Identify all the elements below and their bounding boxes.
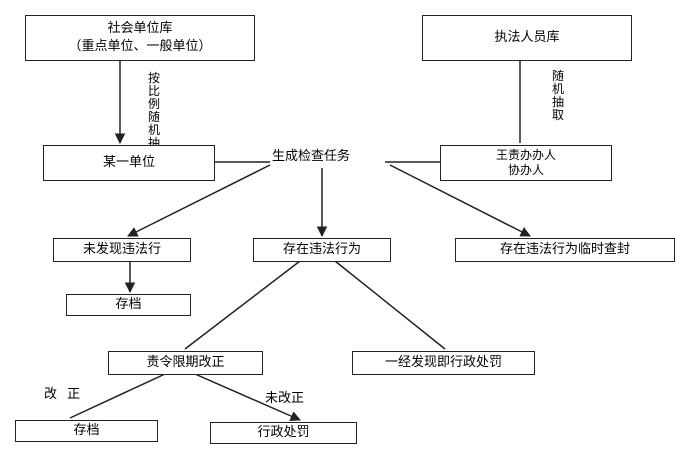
responsible-line2: 协办人 [507, 163, 544, 177]
violation-box: 存在违法行为 [253, 238, 391, 262]
social-unit-db-title: 社会单位库 [107, 21, 173, 36]
edge-order-to-admin-penalty [194, 373, 301, 422]
archive2-label: 存档 [73, 423, 100, 438]
task-label: 生成检查任务 [272, 149, 351, 164]
enforcer-db-box: 执法人员库 [422, 15, 632, 61]
archive2-box: 存档 [15, 420, 158, 442]
order-correct-label: 责令限期改正 [146, 355, 225, 370]
edge-task-to-temp-seal [389, 164, 531, 237]
social-unit-db-subtitle: （重点单位、一般单位） [68, 39, 212, 54]
admin-penalty-box: 行政处罚 [210, 422, 357, 444]
archive1-label: 存档 [115, 297, 142, 312]
responsible-box: 王责办办人 协办人 [440, 145, 612, 181]
social-unit-db-box: 社会单位库 （重点单位、一般单位） [25, 15, 255, 61]
violation-label: 存在违法行为 [282, 242, 361, 257]
edge-order-to-archive [69, 373, 166, 419]
edge-violation-to-order [184, 260, 301, 350]
no-violation-box: 未发现违法行 [53, 238, 191, 262]
immediate-penalty-box: 一经发现即行政处罚 [352, 351, 535, 375]
some-unit-label: 某一单位 [102, 155, 155, 170]
corrected-label: 改 正 [44, 387, 84, 402]
order-correct-box: 责令限期改正 [108, 351, 263, 375]
responsible-line1: 王责办办人 [495, 148, 556, 162]
random-pick-label: 随机抽取 [551, 69, 564, 122]
random-ratio-label: 按比例随机抽取 [147, 71, 160, 163]
temp-seal-label: 存在违法行为临时查封 [499, 242, 630, 257]
admin-penalty-label: 行政处罚 [257, 425, 310, 440]
no-violation-label: 未发现违法行 [82, 242, 161, 257]
edge-violation-to-penalty [334, 260, 446, 350]
some-unit-box: 某一单位 [43, 145, 215, 181]
edge-task-to-no-violation [127, 164, 271, 237]
immediate-penalty-label: 一经发现即行政处罚 [384, 355, 502, 370]
not-corrected-label: 未改正 [265, 391, 305, 406]
enforcer-db-title: 执法人员库 [494, 30, 560, 45]
temp-seal-box: 存在违法行为临时查封 [455, 238, 675, 262]
archive1-box: 存档 [66, 294, 191, 316]
